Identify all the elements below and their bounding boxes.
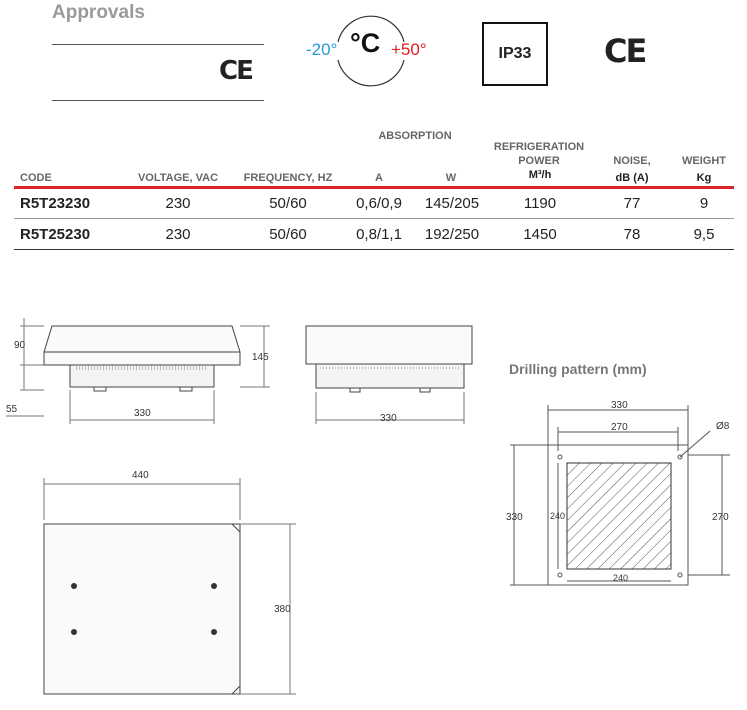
ce-mark: CE [604,32,647,70]
absorption-header: ABSORPTION [378,130,452,142]
frequency-header: FREQUENCY, HZ [243,172,333,184]
temperature-low: -20° [306,40,338,59]
dim-330-front: 330 [134,408,151,419]
row2-amps: 0,8/1,1 [356,226,402,243]
dim-145: 145 [252,352,269,363]
weight-unit-header: Kg [696,172,712,184]
row2-watts: 192/250 [424,226,480,243]
row1-noise: 77 [623,195,641,212]
temperature-unit: °C [350,28,381,58]
front-view-drawing [6,318,270,424]
approvals-divider-top [52,44,264,45]
power-unit-header: M³/h [528,169,552,181]
approvals-title: Approvals [52,2,145,23]
row2-frequency: 50/60 [269,226,307,243]
watts-header: W [445,172,457,184]
row1-amps: 0,6/0,9 [356,195,402,212]
refrigeration-header-line2: POWER [518,155,560,167]
row2-power: 1450 [523,226,557,243]
table-bottom-rule [14,249,734,250]
row1-power: 1190 [523,195,557,212]
row1-voltage: 230 [165,195,191,212]
table-header-rule [14,186,734,189]
row2-weight: 9,5 [693,226,715,243]
dim-90: 90 [14,340,26,351]
weight-header: WEIGHT [682,155,726,167]
code-header: CODE [20,172,52,184]
approvals-divider-bottom [52,100,264,101]
row2-voltage: 230 [165,226,191,243]
ip-rating-text: IP33 [498,45,532,62]
side-view-drawing [305,325,473,424]
mounting-holes [71,583,217,635]
amps-header: A [375,172,383,184]
temperature-arc-icon [337,15,405,87]
row1-code: R5T23230 [20,195,91,212]
drill-dim-270-top: 270 [611,422,628,433]
row-divider [14,218,734,219]
row2-code: R5T25230 [20,226,91,243]
row1-weight: 9 [699,195,709,212]
row1-frequency: 50/60 [269,195,307,212]
drilling-pattern-title: Drilling pattern (mm) [509,361,647,377]
drill-dim-270-right: 270 [712,512,729,523]
dim-55: 55 [6,404,18,415]
unit-drawings: 90 55 145 330 330 440 380 [6,318,473,695]
noise-header: NOISE, [613,155,651,167]
drill-dim-240-left: 240 [550,511,565,521]
drill-dim-diameter: Ø8 [716,421,730,432]
drill-dim-240-bottom: 240 [613,573,628,583]
refrigeration-header-line1: REFRIGERATION [493,141,585,153]
drill-dim-330-left: 330 [506,512,523,523]
top-view-drawing [43,478,296,695]
dim-330-side: 330 [380,413,397,424]
drilling-pattern-drawing: 330 270 Ø8 330 240 270 240 [506,400,730,586]
dim-440: 440 [132,470,149,481]
temperature-high: +50° [391,40,427,59]
dim-380: 380 [274,604,291,615]
row1-watts: 145/205 [424,195,480,212]
row2-noise: 78 [623,226,641,243]
drill-dim-330-top: 330 [611,400,628,411]
voltage-header: VOLTAGE, VAC [137,172,219,184]
approvals-ce-mark: CE [219,56,254,86]
ip-rating-badge: IP33 [482,22,548,86]
noise-unit-header: dB (A) [615,172,649,184]
